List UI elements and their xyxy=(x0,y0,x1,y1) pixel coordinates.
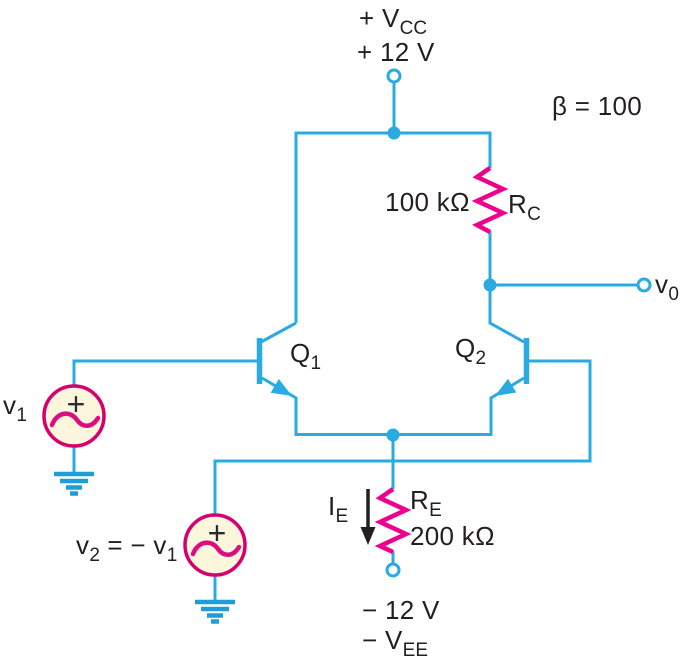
q2-emitter-arrow-icon xyxy=(495,378,517,396)
ie-current-arrow-head xyxy=(360,527,376,545)
v1-label: v1 xyxy=(3,390,27,426)
vcc-value-label: + 12 V xyxy=(357,37,435,67)
re-value-label: 200 kΩ xyxy=(410,521,495,551)
junction-dot-output xyxy=(483,278,497,292)
vee-value-label: − 12 V xyxy=(362,595,440,625)
re-name-label: RE xyxy=(410,485,442,521)
source-v1-sine-icon xyxy=(49,411,101,428)
terminal-vcc xyxy=(386,68,402,84)
q1-emitter-arrow-icon xyxy=(270,378,292,396)
source-v2-sine-icon xyxy=(190,540,242,557)
ie-label: IE xyxy=(328,491,349,527)
q2-collector xyxy=(488,285,525,344)
vcc-name-label: + VCC xyxy=(359,3,428,39)
v1-polarity-plus: + xyxy=(66,386,86,422)
rc-value-label: 100 kΩ xyxy=(385,187,470,217)
q2-emitter xyxy=(489,376,525,436)
wire-top-rail xyxy=(294,131,492,323)
q1-label: Q1 xyxy=(290,338,322,374)
beta-label: β = 100 xyxy=(552,91,643,121)
vee-name-label: − VEE xyxy=(362,625,429,661)
resistor-rc xyxy=(471,166,509,234)
junction-dot-emitter xyxy=(386,428,400,442)
vout-label: v0 xyxy=(655,269,679,305)
rc-name-label: RC xyxy=(508,189,541,225)
q2-label: Q2 xyxy=(455,333,487,369)
q1-collector xyxy=(260,321,297,344)
v2-polarity-plus: + xyxy=(207,515,227,551)
wire-v1-to-base xyxy=(72,359,257,386)
resistor-re xyxy=(374,487,412,555)
junction-dot-vcc xyxy=(387,126,401,140)
q1-emitter xyxy=(261,376,298,436)
wire-base2-loop xyxy=(213,359,592,515)
v2-label: v2 = − v1 xyxy=(76,530,178,566)
terminal-vout xyxy=(636,277,652,293)
ground-icon-v2 xyxy=(195,599,235,624)
ground-icon-v1 xyxy=(54,471,94,496)
terminal-vee xyxy=(385,562,401,578)
